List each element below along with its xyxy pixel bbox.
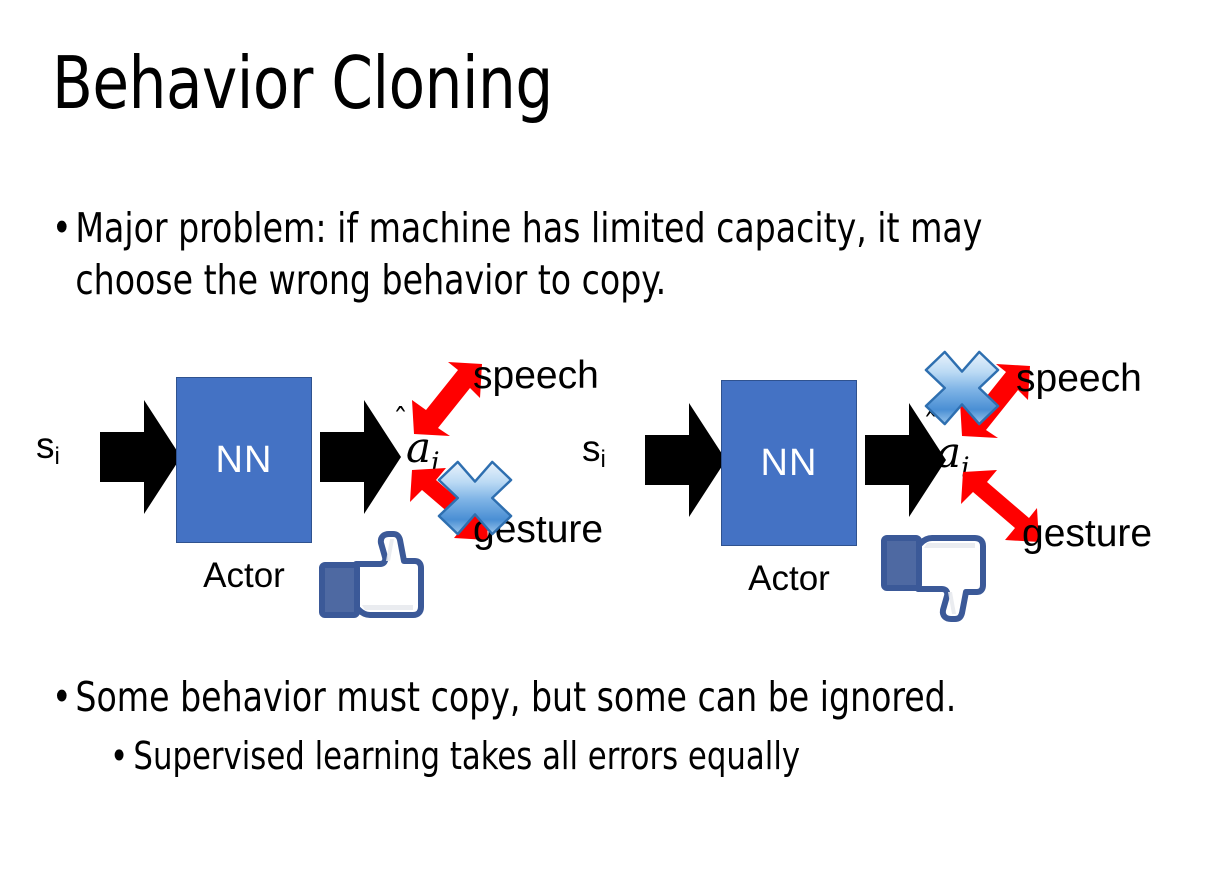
input-state-subscript: i xyxy=(600,446,606,473)
branch-label-speech-right: speech xyxy=(1016,357,1142,400)
output-action-symbol: a xyxy=(406,423,432,472)
cross-out-icon-gesture-left xyxy=(437,460,513,536)
bullet-text: Major problem: if machine has limited ca… xyxy=(75,204,983,304)
input-state-label-right: si xyxy=(582,428,606,473)
output-action-symbol: a xyxy=(936,428,962,477)
arrow-right-icon-out-left xyxy=(320,400,401,514)
bullet-marker: • xyxy=(52,673,72,721)
arrow-right-icon-out-right xyxy=(865,403,946,517)
bullet-item-major-problem: •Major problem: if machine has limited c… xyxy=(52,203,1114,306)
bullet-text: Some behavior must copy, but some can be… xyxy=(75,673,957,721)
input-state-label-left: si xyxy=(36,425,60,470)
branch-label-gesture-right: gesture xyxy=(1022,512,1153,555)
branch-label-gesture-left: gesture xyxy=(473,508,604,551)
output-action-subscript: i xyxy=(961,452,970,484)
output-action-label-right: ̂ ai xyxy=(936,428,970,483)
bullet-marker: • xyxy=(52,204,72,252)
branch-label-speech-left: speech xyxy=(473,354,599,397)
nn-box-right: NN xyxy=(721,380,857,546)
nn-box-label: NN xyxy=(760,441,818,484)
input-state-symbol: s xyxy=(36,425,55,466)
input-state-subscript: i xyxy=(54,443,60,470)
arrow-right-icon-in-right xyxy=(645,403,726,517)
nn-box-label: NN xyxy=(215,438,273,481)
bullet-item-supervised-learning: •Supervised learning takes all errors eq… xyxy=(110,733,1172,781)
actor-caption-right: Actor xyxy=(748,559,830,598)
double-arrow-icon-gesture-right xyxy=(961,470,1039,542)
output-action-label-left: ̂ ai xyxy=(406,423,440,478)
thumbs-down-icon xyxy=(881,535,986,622)
thumbs-up-icon xyxy=(319,531,424,618)
double-arrow-icon-speech-left xyxy=(412,362,482,436)
arrow-right-icon-in-left xyxy=(100,400,181,514)
bullet-item-some-behavior: •Some behavior must copy, but some can b… xyxy=(52,672,1114,724)
page-title: Behavior Cloning xyxy=(52,41,553,125)
cross-out-icon-speech-right xyxy=(924,350,1000,426)
bullet-text: Supervised learning takes all errors equ… xyxy=(133,734,801,778)
output-action-subscript: i xyxy=(431,447,440,479)
nn-box-left: NN xyxy=(176,377,312,543)
actor-caption-left: Actor xyxy=(203,556,285,595)
bullet-marker: • xyxy=(110,734,129,778)
input-state-symbol: s xyxy=(582,428,601,469)
double-arrow-icon-gesture-left xyxy=(410,468,488,540)
double-arrow-icon-speech-right xyxy=(960,364,1030,438)
